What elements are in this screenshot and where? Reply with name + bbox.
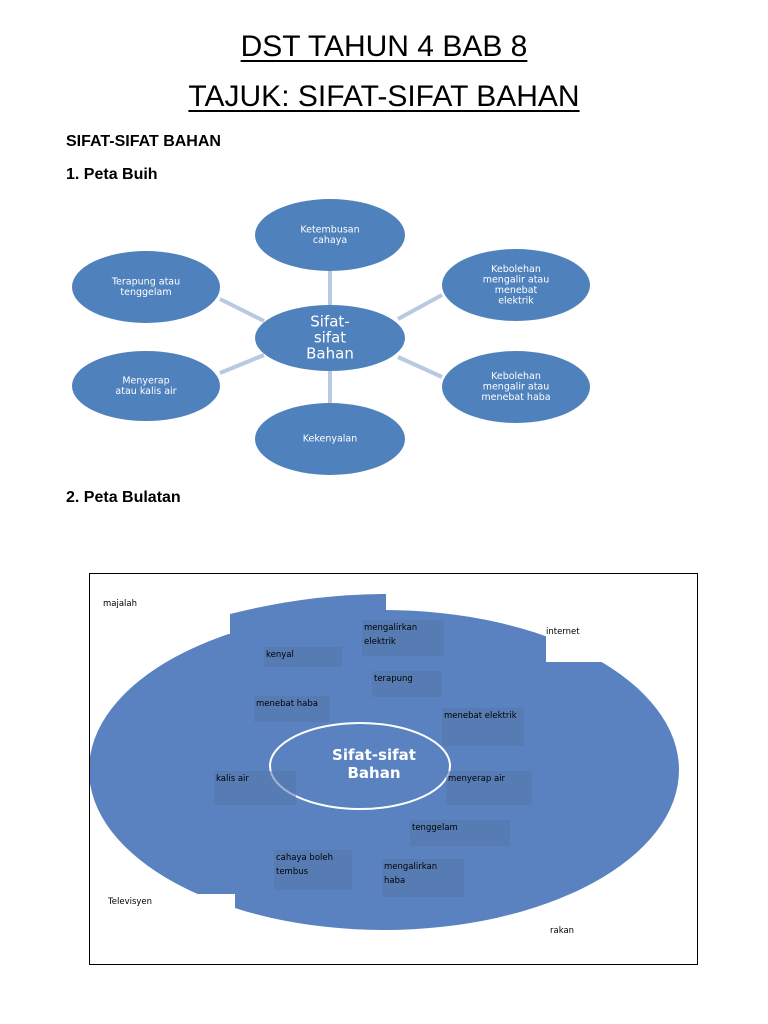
circle-item-line: haba bbox=[384, 876, 406, 886]
bubble-map-heading: 1. Peta Buih bbox=[66, 166, 158, 183]
circle-item-label: cahaya boleh tembus bbox=[276, 851, 333, 879]
circle-item-line: terapung bbox=[374, 674, 413, 684]
circle-item-line: kenyal bbox=[266, 650, 294, 660]
frame-label-top-right: internet bbox=[546, 627, 580, 637]
circle-item-box bbox=[410, 820, 510, 846]
circle-item-line: tenggelam bbox=[412, 823, 458, 833]
bubble-label: Kekenyalan bbox=[303, 434, 358, 445]
circle-map-heading: 2. Peta Bulatan bbox=[66, 489, 181, 506]
document-topic: TAJUK: SIFAT-SIFAT BAHAN bbox=[188, 80, 580, 113]
circle-item-line: menyerap air bbox=[448, 774, 506, 784]
section-heading: SIFAT-SIFAT BAHAN bbox=[66, 133, 221, 150]
circle-item-line: kalis air bbox=[216, 774, 249, 784]
circle-item-line: menebat haba bbox=[256, 699, 318, 709]
circle-item-box bbox=[442, 708, 524, 746]
outer-circle bbox=[90, 610, 679, 930]
circle-item-line: menebat elektrik bbox=[444, 711, 517, 721]
circle-item-line: cahaya boleh bbox=[276, 853, 333, 863]
frame-label-top-left: majalah bbox=[103, 599, 138, 609]
bubble-connector bbox=[397, 355, 443, 379]
circle-item-label: mengalirkan elektrik bbox=[364, 621, 417, 649]
circle-item-box bbox=[382, 859, 464, 897]
circle-item-line: mengalirkan bbox=[384, 862, 438, 872]
bubble-connector bbox=[219, 297, 265, 323]
circle-item-box bbox=[264, 647, 342, 667]
circle-item-box bbox=[362, 620, 444, 656]
document-title: DST TAHUN 4 BAB 8 bbox=[240, 30, 528, 63]
bubble-node: Kekenyalan bbox=[255, 403, 405, 475]
circle-item-label: menebat haba bbox=[256, 697, 318, 711]
circle-item-box bbox=[446, 771, 532, 805]
circle-item-label: mengalirkan haba bbox=[384, 860, 437, 888]
circle-item-box bbox=[274, 850, 352, 890]
inner-circle bbox=[269, 722, 451, 810]
circle-item-box bbox=[254, 696, 330, 722]
frame-label-bottom-right: rakan bbox=[550, 926, 575, 936]
circle-item-box bbox=[372, 671, 442, 697]
circle-item-line: mengalirkan bbox=[364, 623, 418, 633]
circle-item-box bbox=[214, 771, 296, 805]
bubble-connector bbox=[219, 353, 265, 375]
circle-item-label: menyerap air bbox=[448, 772, 505, 786]
circle-item-label: terapung bbox=[374, 672, 413, 686]
circle-item-label: kalis air bbox=[216, 772, 249, 786]
circle-item-label: menebat elektrik bbox=[444, 709, 517, 723]
circle-item-label: kenyal bbox=[266, 648, 294, 662]
circle-item-label: tenggelam bbox=[412, 821, 458, 835]
frame-label-bottom-left: Televisyen bbox=[108, 897, 153, 907]
circle-item-line: tembus bbox=[276, 867, 309, 877]
bubble-connector bbox=[397, 293, 443, 321]
circle-item-line: elektrik bbox=[364, 637, 396, 647]
